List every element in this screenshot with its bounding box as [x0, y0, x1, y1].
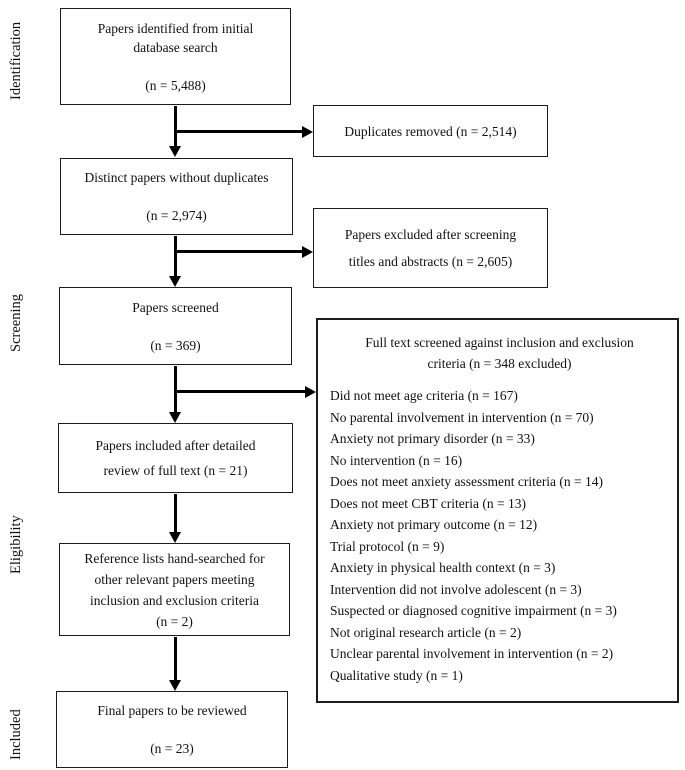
arrowhead-right-icon [302, 126, 313, 138]
stage-label-screening: Screening [8, 294, 24, 352]
exclusion-reason: Anxiety not primary disorder (n = 33) [330, 431, 535, 446]
exclusion-reason: Intervention did not involve adolescent … [330, 581, 582, 597]
exclusion-reason: Suspected or diagnosed cognitive impairm… [330, 603, 617, 618]
box-full-text-exclusions: Full text screened against inclusion and… [316, 318, 679, 703]
arrow-line [174, 637, 177, 681]
box-final-papers: Final papers to be reviewed (n = 23) [56, 691, 288, 768]
exclusion-reason: Unclear parental involvement in interven… [330, 646, 614, 661]
box-papers-screened: Papers screened (n = 369) [59, 287, 292, 365]
arrow-line [176, 390, 306, 393]
arrow-line [176, 130, 303, 133]
arrowhead-down-icon [169, 276, 181, 287]
exclusion-reason: Anxiety in physical health context (n = … [330, 560, 556, 575]
exclusion-reason: Qualitative study (n = 1) [330, 667, 463, 683]
arrowhead-down-icon [169, 146, 181, 157]
box-distinct-papers: Distinct papers without duplicates (n = … [60, 158, 293, 235]
box-excluded-title-abstract: Papers excluded after screening titles a… [313, 208, 548, 288]
stage-label-eligibility: Eligibility [8, 515, 24, 574]
arrowhead-right-icon [305, 386, 316, 398]
arrow-line [174, 494, 177, 533]
exclusion-reason: Trial protocol (n = 9) [330, 538, 445, 554]
stage-label-identification: Identification [8, 21, 24, 100]
full-text-exclusions-header: Full text screened against inclusion and… [365, 335, 634, 371]
exclusion-reason: Not original research article (n = 2) [330, 624, 522, 640]
exclusion-reason: Does not meet CBT criteria (n = 13) [330, 495, 526, 511]
arrowhead-right-icon [302, 246, 313, 258]
exclusion-reason: Did not meet age criteria (n = 167) [330, 388, 518, 403]
arrow-line [174, 106, 177, 148]
arrowhead-down-icon [169, 412, 181, 423]
box-initial-database-search: Papers identified from initial database … [60, 8, 291, 105]
exclusion-reason: Anxiety not primary outcome (n = 12) [330, 517, 538, 532]
arrow-line [176, 250, 303, 253]
arrowhead-down-icon [169, 532, 181, 543]
arrow-line [174, 366, 177, 413]
exclusion-reason: Does not meet anxiety assessment criteri… [330, 474, 604, 489]
arrowhead-down-icon [169, 680, 181, 691]
arrow-line [174, 236, 177, 278]
box-full-text-review: Papers included after detailed review of… [58, 423, 293, 493]
exclusion-reason: No parental involvement in intervention … [330, 409, 594, 425]
exclusion-reasons-list: Did not meet age criteria (n = 167) No pa… [330, 385, 669, 686]
box-duplicates-removed: Duplicates removed (n = 2,514) [313, 105, 548, 157]
stage-label-included: Included [8, 709, 24, 760]
exclusion-reason: No intervention (n = 16) [330, 452, 463, 468]
box-reference-lists: Reference lists hand-searched for other … [59, 543, 290, 636]
